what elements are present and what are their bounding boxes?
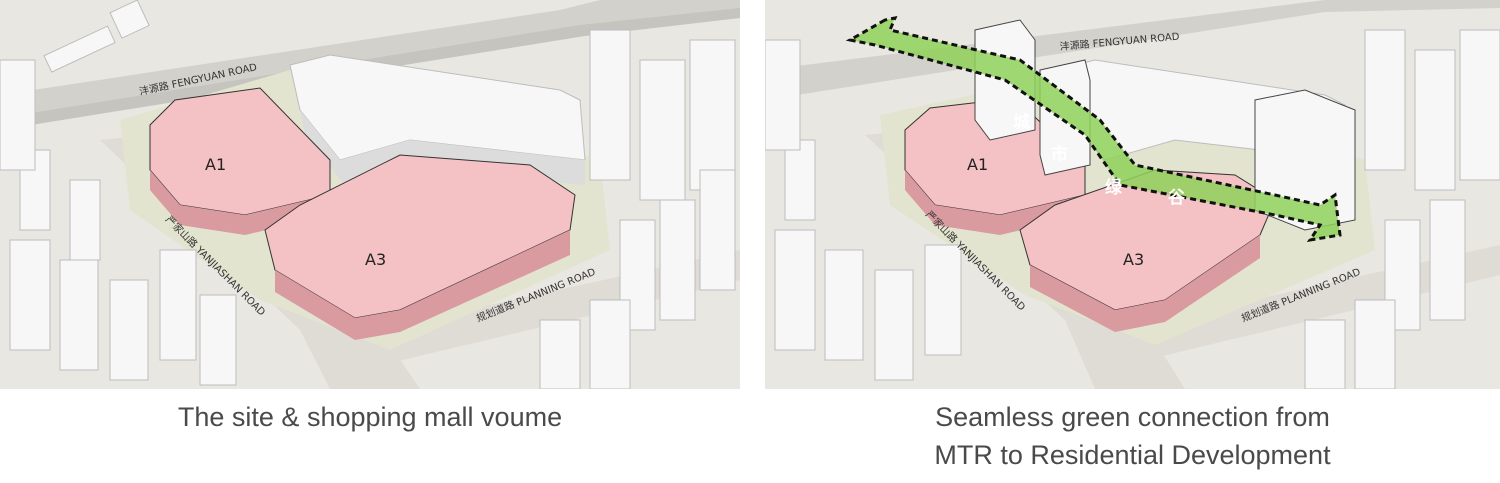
- residential-towers-right: [539, 29, 736, 389]
- site-diagram-left: A1 A3 沣源路 FENGYUAN ROAD 严家山路 YANJIASHAN …: [0, 0, 740, 389]
- green-connection-arrow: [845, 15, 1342, 243]
- site-map-left: A1 A3 沣源路 FENGYUAN ROAD 严家山路 YANJIASHAN …: [0, 0, 740, 389]
- label-a3: A3: [1123, 250, 1144, 269]
- green-axis-char-3: 绿: [1105, 177, 1123, 198]
- label-a3: A3: [365, 250, 386, 269]
- label-a1: A1: [205, 155, 226, 174]
- site-diagram-right: A1 A3 沣源路 FENGYUAN ROAD 严家山路 YANJIASHAN …: [765, 0, 1500, 389]
- green-axis-char-2: 市: [1051, 144, 1068, 165]
- block-a3-side: [1030, 235, 1260, 332]
- green-axis-char-1: 城: [1013, 113, 1030, 133]
- caption-right: Seamless green connection from MTR to Re…: [765, 398, 1500, 474]
- residential-towers-left: [0, 59, 237, 386]
- caption-right-line2: MTR to Residential Development: [934, 440, 1331, 470]
- small-buildings-left: [43, 0, 150, 73]
- caption-right-line1: Seamless green connection from: [935, 402, 1330, 432]
- site-map-right: A1 A3 沣源路 FENGYUAN ROAD 严家山路 YANJIASHAN …: [765, 0, 1500, 389]
- label-a1: A1: [967, 155, 988, 174]
- block-a3-side: [275, 230, 570, 340]
- residential-towers: [765, 29, 1500, 389]
- caption-left: The site & shopping mall voume: [177, 402, 563, 432]
- green-axis-char-4: 谷: [1168, 188, 1186, 208]
